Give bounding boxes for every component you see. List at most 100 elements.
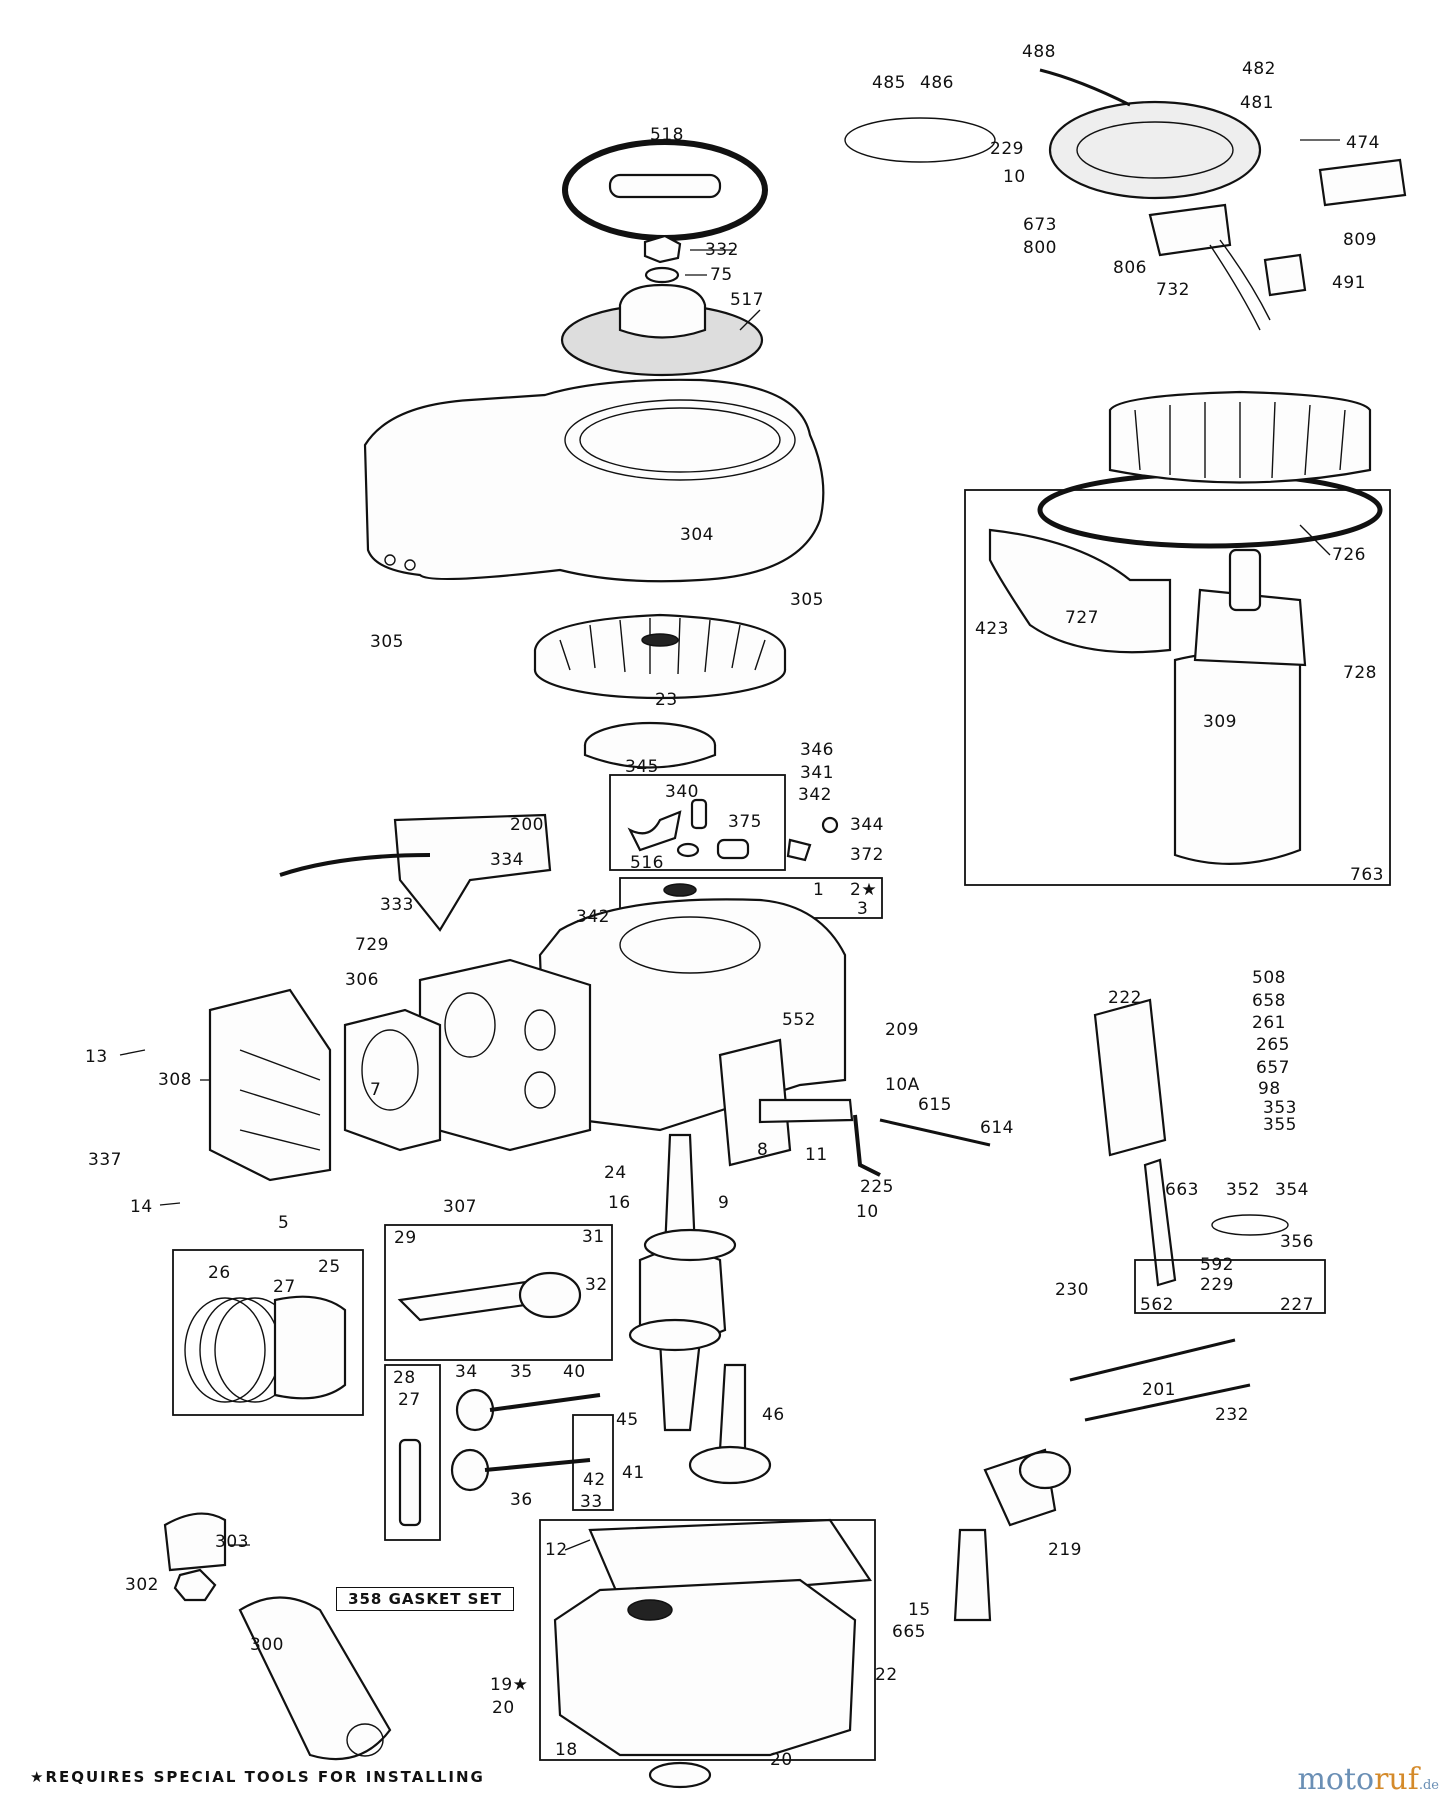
label-302: 302 bbox=[125, 1575, 159, 1595]
label-24: 24 bbox=[604, 1163, 627, 1183]
tube-11 bbox=[758, 1098, 854, 1124]
cam-gear bbox=[688, 1445, 772, 1485]
adapter-303 bbox=[163, 1512, 227, 1572]
label-334: 334 bbox=[490, 850, 524, 870]
label-614: 614 bbox=[980, 1118, 1014, 1138]
flywheel-group bbox=[533, 613, 787, 700]
label-10a: 10 bbox=[1003, 167, 1026, 187]
label-592: 592 bbox=[1200, 1255, 1234, 1275]
part-labels: 518 332 75 517 304 305 305 23 345 346 34… bbox=[85, 42, 1384, 1770]
label-800: 800 bbox=[1023, 238, 1057, 258]
label-486: 486 bbox=[920, 73, 954, 93]
label-488: 488 bbox=[1022, 42, 1056, 62]
label-40: 40 bbox=[563, 1362, 586, 1382]
breather-308 bbox=[208, 988, 332, 1182]
label-729: 729 bbox=[355, 935, 389, 955]
box-18 bbox=[539, 1519, 876, 1761]
label-22: 22 bbox=[875, 1665, 898, 1685]
label-346: 346 bbox=[800, 740, 834, 760]
label-423: 423 bbox=[975, 619, 1009, 639]
label-728: 728 bbox=[1343, 663, 1377, 683]
armature-group bbox=[583, 721, 717, 769]
label-36: 36 bbox=[510, 1490, 533, 1510]
label-809: 809 bbox=[1343, 230, 1377, 250]
label-372: 372 bbox=[850, 845, 884, 865]
label-229b: 229 bbox=[1200, 1275, 1234, 1295]
label-307: 307 bbox=[443, 1197, 477, 1217]
label-225: 225 bbox=[860, 1177, 894, 1197]
label-18: 18 bbox=[555, 1740, 578, 1760]
label-340: 340 bbox=[665, 782, 699, 802]
label-20b: 20 bbox=[770, 1750, 793, 1770]
crankshaft-group bbox=[628, 1133, 737, 1432]
label-229a: 229 bbox=[990, 139, 1024, 159]
shield-727 bbox=[988, 528, 1172, 654]
label-300: 300 bbox=[250, 1635, 284, 1655]
label-8: 8 bbox=[757, 1140, 768, 1160]
governor-parts-group bbox=[609, 774, 839, 871]
control-plate-222 bbox=[1093, 998, 1167, 1157]
link-230 bbox=[1143, 1158, 1177, 1287]
box-375 bbox=[609, 774, 786, 871]
blower-housing-opening bbox=[564, 399, 796, 481]
label-658: 658 bbox=[1252, 991, 1286, 1011]
label-342b: 342 bbox=[576, 907, 610, 927]
label-10b: 10 bbox=[856, 1202, 879, 1222]
label-341: 341 bbox=[800, 763, 834, 783]
label-14: 14 bbox=[130, 1197, 153, 1217]
blower-housing-opening-inner bbox=[579, 407, 781, 473]
label-265: 265 bbox=[1256, 1035, 1290, 1055]
label-344: 344 bbox=[850, 815, 884, 835]
label-219: 219 bbox=[1048, 1540, 1082, 1560]
blower-housing bbox=[363, 378, 825, 583]
label-45: 45 bbox=[616, 1410, 639, 1430]
label-2: 2★ bbox=[850, 880, 877, 900]
label-29: 29 bbox=[394, 1228, 417, 1248]
label-261: 261 bbox=[1252, 1013, 1286, 1033]
label-354: 354 bbox=[1275, 1180, 1309, 1200]
label-474: 474 bbox=[1346, 133, 1380, 153]
label-5: 5 bbox=[278, 1213, 289, 1233]
label-303: 303 bbox=[215, 1532, 249, 1552]
label-20a: 20 bbox=[492, 1698, 515, 1718]
label-227: 227 bbox=[1280, 1295, 1314, 1315]
label-481: 481 bbox=[1240, 93, 1274, 113]
label-356: 356 bbox=[1280, 1232, 1314, 1252]
label-9: 9 bbox=[718, 1193, 729, 1213]
cylinder-head-7 bbox=[418, 958, 592, 1152]
label-345: 345 bbox=[625, 757, 659, 777]
box-763 bbox=[964, 489, 1391, 886]
air-cleaner-bar bbox=[608, 173, 722, 199]
label-232: 232 bbox=[1215, 1405, 1249, 1425]
label-34: 34 bbox=[455, 1362, 478, 1382]
pin-box-28 bbox=[384, 1364, 441, 1541]
label-75: 75 bbox=[710, 265, 733, 285]
breather-valve-665 bbox=[953, 1528, 992, 1622]
spring-232 bbox=[1084, 1383, 1251, 1422]
label-28: 28 bbox=[393, 1368, 416, 1388]
cylinder-block-group bbox=[208, 813, 991, 1182]
label-665: 665 bbox=[892, 1622, 926, 1642]
regulator-809 bbox=[1318, 158, 1407, 207]
label-46: 46 bbox=[762, 1405, 785, 1425]
label-763: 763 bbox=[1350, 865, 1384, 885]
starter-group bbox=[964, 390, 1391, 886]
sump-group bbox=[539, 1518, 992, 1789]
label-663: 663 bbox=[1165, 1180, 1199, 1200]
label-35: 35 bbox=[510, 1362, 533, 1382]
camshaft bbox=[718, 1363, 747, 1452]
oil-filter-300 bbox=[238, 1596, 392, 1761]
label-16: 16 bbox=[608, 1193, 631, 1213]
link-201 bbox=[1069, 1338, 1236, 1382]
label-26: 26 bbox=[208, 1263, 231, 1283]
stator-474 bbox=[1048, 100, 1262, 200]
label-516: 516 bbox=[630, 853, 664, 873]
label-342a: 342 bbox=[798, 785, 832, 805]
link-225 bbox=[853, 1114, 881, 1177]
bracket-491 bbox=[1263, 253, 1307, 297]
label-673: 673 bbox=[1023, 215, 1057, 235]
label-508: 508 bbox=[1252, 968, 1286, 988]
label-337: 337 bbox=[88, 1150, 122, 1170]
label-13: 13 bbox=[85, 1047, 108, 1067]
regulator-806 bbox=[1148, 203, 1232, 257]
